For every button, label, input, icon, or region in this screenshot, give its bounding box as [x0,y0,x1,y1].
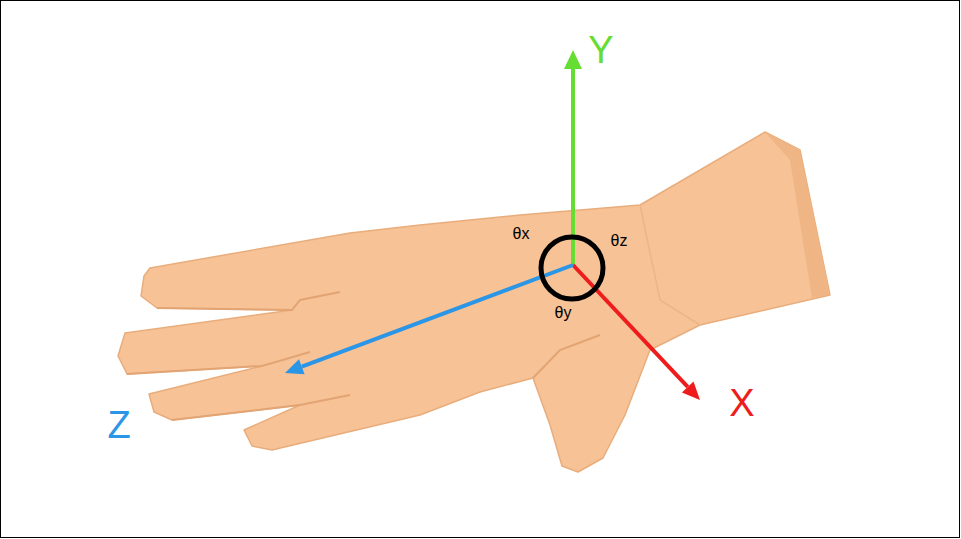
axes [285,50,700,400]
z-axis [302,265,573,367]
hand-outline [118,132,830,472]
axis-label: Z [107,406,130,444]
wrist-shade [640,205,700,325]
axis-label: X [729,384,754,422]
angle-label: θy [555,305,572,321]
y-arrowhead [564,50,582,69]
x-axis [573,265,688,387]
hand-shape [118,132,830,472]
x-arrowhead [682,381,700,400]
finger-crease [127,352,310,374]
forearm-shade [765,132,830,298]
rotation-ring [541,237,603,299]
angle-label: θz [611,233,628,249]
angle-label: θx [513,226,530,242]
axis-label: Y [588,31,613,69]
finger-crease [157,292,340,310]
z-arrowhead [285,359,305,374]
finger-crease [172,395,350,420]
thumb-crease [533,335,600,378]
